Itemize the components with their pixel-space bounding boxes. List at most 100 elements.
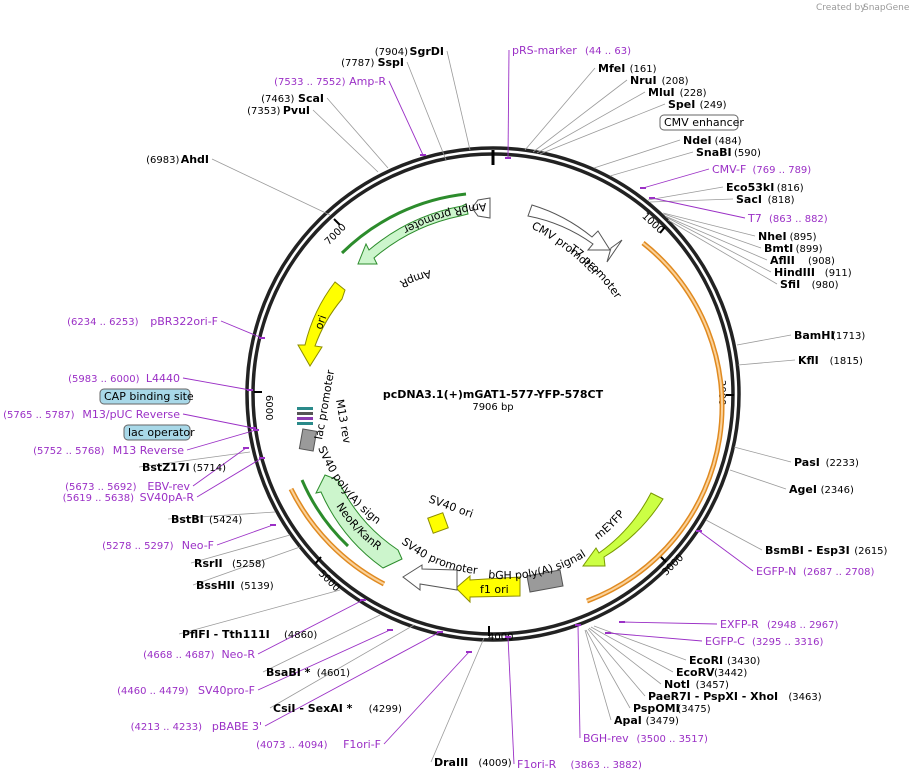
site-label: (1815)KflI xyxy=(798,354,863,367)
site-leader-line xyxy=(262,614,381,673)
primer-label: L4440(5983 .. 6000) xyxy=(68,372,180,385)
site-name: ScaI xyxy=(298,92,324,105)
site-label: (1713)BamHI xyxy=(794,329,865,342)
site-leader-line xyxy=(539,103,666,155)
site-position: (4009) xyxy=(478,758,511,769)
primer-range: (3500 .. 3517) xyxy=(637,734,709,745)
lac-operator-mark xyxy=(297,422,313,425)
primer-name: SV40pro-F xyxy=(198,684,255,697)
cmv-promoter-arrow xyxy=(527,204,611,251)
site-label: (3479)ApaI xyxy=(614,714,679,727)
primer-leader-line xyxy=(607,632,703,642)
site-name: MluI xyxy=(648,86,675,99)
site-label: (899)BmtI xyxy=(764,242,823,255)
plasmid-name: pcDNA3.1(+)mGAT1-577-YFP-578CT xyxy=(383,388,604,401)
site-name: PasI xyxy=(794,456,820,469)
feature-lac-promoter: lac promoter xyxy=(312,368,337,440)
sv40-promoter-arrow xyxy=(402,564,458,592)
primer-name: M13 Reverse xyxy=(113,444,184,457)
primer-label: EXFP-R(2948 .. 2967) xyxy=(720,618,839,631)
site-label: (7787)SspI xyxy=(341,56,404,69)
site-position: (1815) xyxy=(830,356,863,367)
primer-range: (2687 .. 2708) xyxy=(803,567,875,578)
primer-name: EGFP-C xyxy=(705,635,745,648)
site-name: DraIII xyxy=(434,756,468,769)
primer-label: Amp-R(7533 .. 7552) xyxy=(274,75,386,88)
site-label: (4601)BsaBI * xyxy=(266,666,350,679)
site-label: (3475)PspOMI xyxy=(633,702,711,715)
primer-range: (3295 .. 3316) xyxy=(752,637,824,648)
lac-promoter-mark xyxy=(297,407,313,410)
primer-label: SV40pA-R(5619 .. 5638) xyxy=(63,491,195,504)
tick-5000 xyxy=(314,556,322,565)
primer-leader-line xyxy=(698,530,754,572)
plasmid-length: 7906 bp xyxy=(472,402,513,413)
primer-label: CMV-F (769 .. 789) xyxy=(712,163,811,176)
primer-range: (769 .. 789) xyxy=(753,165,812,176)
site-leader-line xyxy=(312,109,379,173)
primer-name: EBV-rev xyxy=(147,480,190,493)
primer-name: CMV-F xyxy=(712,163,746,176)
site-leader-line xyxy=(733,446,792,463)
site-label: (249)SpeI xyxy=(668,98,727,111)
site-leader-line xyxy=(138,451,251,468)
primer-range: (4213 .. 4233) xyxy=(131,722,203,733)
feature-bgh-polya: bGH poly(A) signal xyxy=(488,547,588,582)
site-name: AgeI xyxy=(789,483,817,496)
leader-lines xyxy=(138,49,796,765)
t7-promoter-arrow xyxy=(606,239,623,263)
primer-range: (5983 .. 6000) xyxy=(68,374,140,385)
site-position: (2615) xyxy=(854,546,887,557)
feature-f1-ori: f1 ori xyxy=(480,583,509,596)
ampr-arrow xyxy=(357,203,469,265)
orf-arc-inner xyxy=(586,242,724,602)
meyfp-arrow xyxy=(582,492,664,567)
site-leader-line xyxy=(269,624,415,709)
site-name: SacI xyxy=(736,193,762,206)
site-position: (908) xyxy=(808,256,835,267)
site-position: (3475) xyxy=(677,704,710,715)
site-leader-line xyxy=(588,627,662,685)
site-name: PvuI xyxy=(283,104,310,117)
site-label: (6983)AhdI xyxy=(146,153,209,166)
lac-operator-label: lac operator xyxy=(128,426,195,439)
site-label: (228)MluI xyxy=(648,86,707,99)
site-label: (911)HindIII xyxy=(774,266,852,279)
primer-label: EGFP-N(2687 .. 2708) xyxy=(756,565,875,578)
m13-rev-mark xyxy=(297,417,313,420)
primer-leader-line xyxy=(182,413,254,429)
site-leader-line xyxy=(446,50,471,151)
site-position: (818) xyxy=(768,195,795,206)
site-position: (899) xyxy=(796,244,823,255)
site-name: NheI xyxy=(758,230,787,243)
ori-arrow xyxy=(297,281,346,367)
site-position: (7463) xyxy=(261,94,294,105)
primer-name: pBABE 3' xyxy=(212,720,262,733)
cap-binding-site-box xyxy=(99,388,191,405)
site-label: (908) AflII xyxy=(770,254,835,267)
primer-leader-line xyxy=(642,168,710,189)
site-label: (5139)BssHII xyxy=(196,579,274,592)
primer-range: (863 .. 882) xyxy=(769,214,828,225)
site-leader-line xyxy=(178,589,341,635)
features xyxy=(288,192,725,604)
primer-label: M13 Reverse(5752 .. 5768) xyxy=(33,444,184,457)
site-name: AflII xyxy=(770,254,795,267)
site-leader-line xyxy=(737,359,796,366)
site-label: (3457)NotI xyxy=(664,678,729,691)
site-position: (5139) xyxy=(240,581,273,592)
primer-leader-line xyxy=(507,636,515,765)
site-name: BamHI xyxy=(794,329,835,342)
primer-range: (4460 .. 4479) xyxy=(117,686,189,697)
site-position: (161) xyxy=(630,64,657,75)
primer-leader-line xyxy=(651,197,746,219)
site-label: (4009) DraIII xyxy=(434,756,512,769)
lac-operator-box xyxy=(123,424,191,441)
neo-dark-arc xyxy=(300,479,350,548)
site-leader-line xyxy=(663,213,762,249)
site-position: (4299) xyxy=(369,704,402,715)
site-leader-line xyxy=(326,97,389,169)
primer-leader-line xyxy=(186,429,257,451)
primer-leader-line xyxy=(182,377,251,391)
primer-name: BGH-rev xyxy=(583,732,629,745)
